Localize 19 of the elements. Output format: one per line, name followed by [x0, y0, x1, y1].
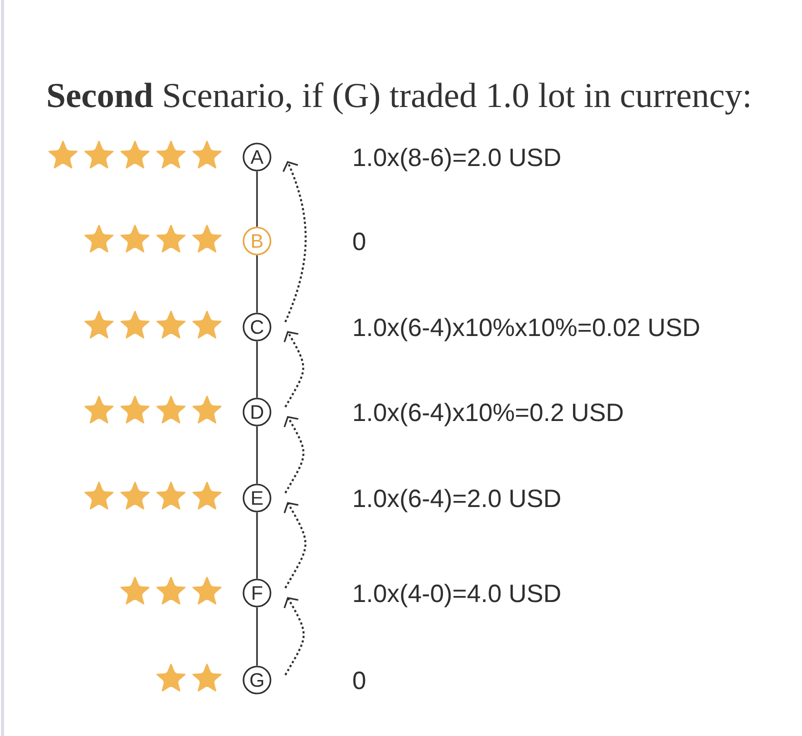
line [256, 607, 258, 666]
value-text: 1.0x(6-4)=2.0 USD [354, 488, 560, 512]
curved-arrow [284, 331, 304, 408]
value-text: 0 [353, 672, 366, 690]
curved-arrow [284, 416, 304, 494]
line [256, 426, 258, 484]
title: Second Scenario, if (G) traded 1.0 lot in currency: [48, 82, 750, 115]
value-text: 1.0x(4-0)=4.0 USD [354, 584, 560, 608]
value-text: 0 [353, 232, 366, 250]
line [256, 171, 258, 227]
value-text: 1.0x(8-6)=2.0 USD [354, 148, 560, 172]
line [256, 341, 258, 398]
curved-arrow [282, 161, 307, 322]
curved-arrow [284, 502, 306, 588]
value-text: 1.0x(6-4)x10%x10%=0.02 USD [354, 318, 700, 342]
line [256, 255, 258, 313]
line [256, 512, 258, 579]
value-text: 1.0x(6-4)x10%=0.2 USD [354, 402, 623, 426]
curved-arrow [284, 597, 305, 676]
